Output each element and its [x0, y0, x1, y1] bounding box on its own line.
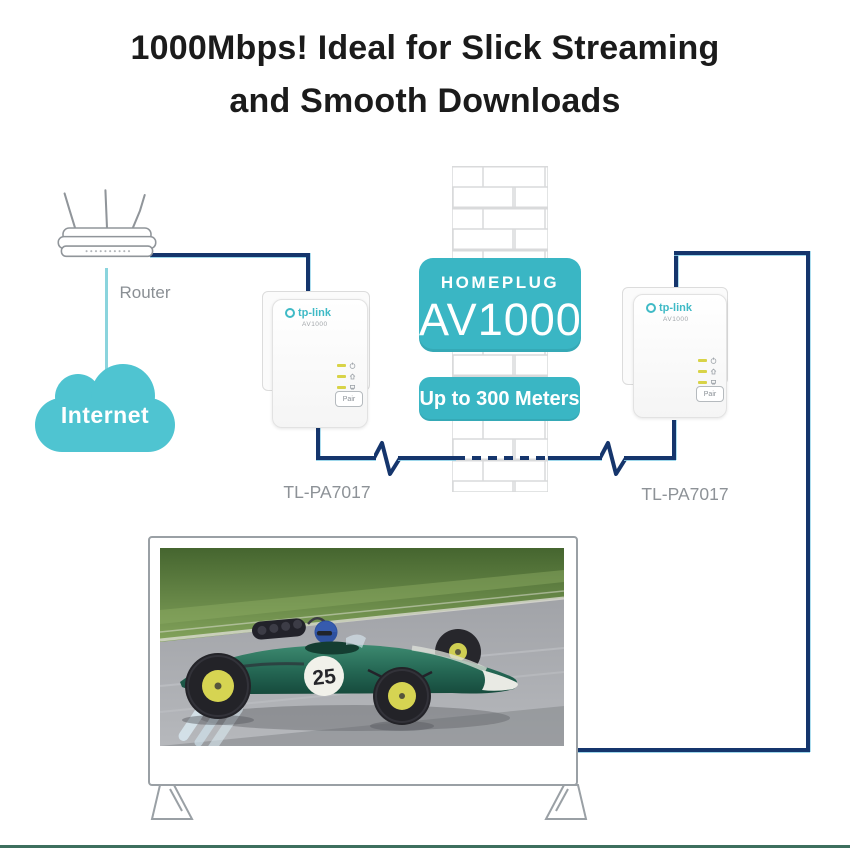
powerline-segment-2 — [398, 456, 456, 460]
tv-screen: 25 — [160, 548, 564, 746]
title-line-1: 1000Mbps! Ideal for Slick Streaming — [130, 29, 720, 67]
pair-button: Pair — [696, 386, 724, 402]
power-icon — [710, 357, 717, 364]
windscreen — [346, 634, 366, 648]
adapter-led-panel — [698, 357, 717, 386]
tp-link-logo: tp-link — [285, 307, 331, 319]
number-roundel: 25 — [304, 656, 344, 696]
title-line-2: and Smooth Downloads — [229, 81, 621, 120]
powerline-led — [698, 369, 707, 374]
nose-tip — [482, 670, 518, 691]
router-antenna-middle — [104, 189, 109, 230]
right-powerline-adapter: tp-link AV1000 Pair — [633, 294, 727, 418]
cable-router-to-internet — [105, 268, 108, 370]
tv-leg-left — [150, 784, 194, 820]
cable-to-tv — [578, 748, 810, 752]
powerline-segment-4 — [624, 456, 676, 460]
adapter-model-text: AV1000 — [302, 321, 328, 328]
brand-text: tp-link — [659, 302, 692, 314]
powerline-zigzag-left — [374, 441, 402, 476]
router-antenna-right — [131, 193, 146, 231]
page-title: 1000Mbps! Ideal for Slick Streaming and … — [0, 22, 850, 127]
tp-link-logo: tp-link — [646, 302, 692, 314]
cable-into-left-adapter-top — [306, 253, 310, 301]
router-label: Router — [119, 283, 171, 302]
powerline-through-wall-dashed — [456, 456, 548, 460]
powerline-zigzag-right — [600, 441, 628, 476]
rear-wheel — [185, 653, 251, 719]
adapter-led-panel — [337, 362, 356, 391]
cockpit — [305, 641, 359, 655]
cable-right-adapter-bottom — [672, 420, 676, 460]
tv-frame: 25 — [148, 536, 578, 786]
router-led-dots — [85, 250, 131, 253]
nose-stripe — [411, 645, 488, 673]
cable-left-adapter-bottom — [316, 426, 320, 460]
powerline-home-icon — [710, 368, 717, 375]
ethernet-led — [337, 385, 346, 390]
car-number: 25 — [311, 665, 337, 690]
homeplug-badge-top-text: HOMEPLUG — [440, 273, 560, 292]
ethernet-icon — [711, 380, 716, 385]
internet-cloud-icon: Internet — [35, 364, 175, 452]
tp-link-logo-icon — [646, 303, 656, 313]
powerline-segment-3 — [548, 456, 602, 460]
brand-text: tp-link — [298, 307, 331, 319]
homeplug-badge-main-text: AV1000 — [419, 294, 582, 345]
driver — [314, 620, 338, 644]
powerline-segment-1 — [316, 456, 376, 460]
power-led — [337, 363, 346, 368]
left-adapter-caption: TL-PA7017 — [283, 482, 371, 502]
bottom-rule — [0, 845, 850, 848]
car-body — [180, 644, 518, 694]
tv-screen-photo-racecar: 25 — [160, 548, 564, 746]
router-icon — [57, 189, 157, 258]
power-icon — [349, 362, 356, 369]
homeplug-av1000-badge: HOMEPLUG AV1000 — [419, 258, 581, 352]
distance-badge: Up to 300 Meters — [419, 377, 580, 421]
powerline-led — [337, 374, 346, 379]
front-wheel — [367, 667, 433, 725]
right-adapter-caption: TL-PA7017 — [641, 484, 729, 504]
tp-link-logo-icon — [285, 308, 295, 318]
cable-right-adapter-top — [674, 251, 678, 295]
powerline-home-icon — [349, 373, 356, 380]
engine-intakes — [251, 618, 306, 640]
power-led — [698, 358, 707, 363]
tv-leg-right — [544, 784, 588, 820]
cable-router-to-left-adapter — [150, 253, 310, 257]
cable-top-right-horizontal — [674, 251, 810, 255]
internet-label: Internet — [60, 402, 150, 428]
pair-button: Pair — [335, 391, 363, 407]
cable-right-vertical — [806, 251, 810, 752]
adapter-model-text: AV1000 — [663, 316, 689, 323]
ethernet-icon — [350, 385, 355, 390]
left-powerline-adapter: tp-link AV1000 Pair — [272, 299, 368, 428]
router-antenna-left — [63, 192, 77, 231]
ethernet-led — [698, 380, 707, 385]
